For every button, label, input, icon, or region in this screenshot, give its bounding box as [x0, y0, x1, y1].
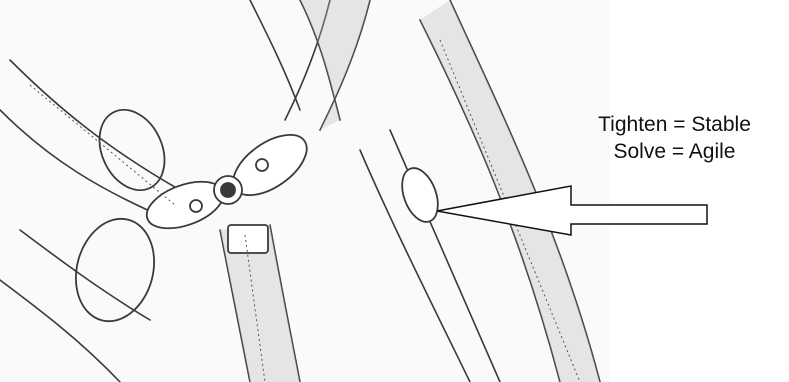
callout-line-tighten: Tighten = Stable — [560, 111, 789, 138]
arrow-shape — [437, 186, 707, 235]
callout-label: Tighten = Stable Solve = Agile — [560, 111, 789, 165]
callout-line-solve: Solve = Agile — [560, 138, 789, 165]
